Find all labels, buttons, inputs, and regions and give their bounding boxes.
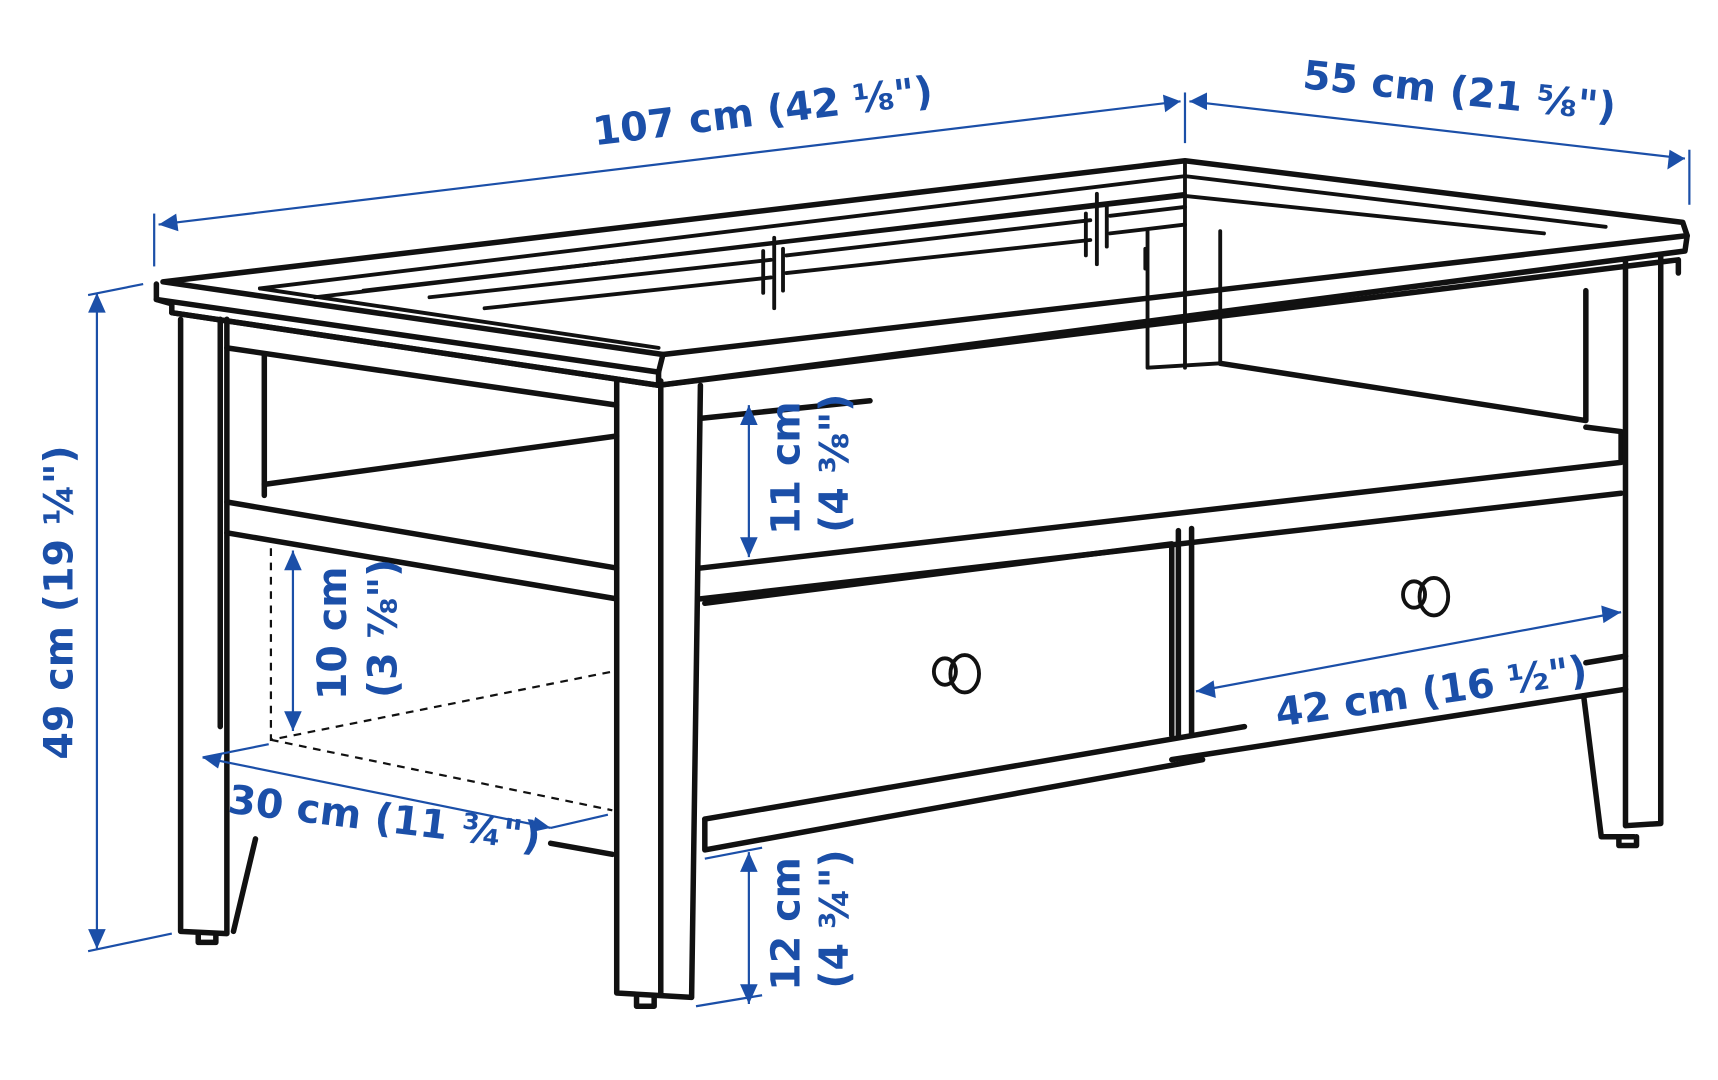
dim-floor-clearance-in: (4 ¾") (812, 849, 858, 988)
dim-drawer-width: 42 cm (16 ½") (1195, 605, 1622, 737)
dim-height-label: 49 cm (19 ¼") (37, 445, 83, 759)
dim-shelf-clearance-cm: 11 cm (764, 401, 810, 535)
dim-floor-clearance-cm: 12 cm (764, 857, 810, 991)
knob-icon (1401, 576, 1451, 618)
lower-rail (547, 756, 1206, 858)
dimension-lines: 107 cm (42 ⅛") 55 cm (21 ⅝") 49 cm (19 ¼… (37, 52, 1691, 1008)
knob-icon (931, 653, 981, 695)
dim-drawer-depth: 30 cm (11 ¾") (202, 743, 609, 861)
dim-drawer-height: 10 cm (3 ⅞") (284, 550, 406, 732)
dim-drawer-width-label: 42 cm (16 ½") (1272, 647, 1590, 736)
left-side-rails (224, 345, 620, 935)
dim-depth: 55 cm (21 ⅝") (1189, 52, 1691, 205)
glass-top-frame (153, 157, 1690, 389)
dim-drawer-height-cm: 10 cm (310, 566, 356, 700)
left-drawer (702, 541, 1248, 822)
dim-shelf-clearance: 11 cm (4 ⅜") (740, 394, 858, 558)
table-drawing (153, 157, 1690, 1009)
leg-front-left (177, 316, 230, 946)
dim-shelf-clearance-in: (4 ⅜") (812, 394, 858, 533)
dim-floor-clearance: 12 cm (4 ¾") (695, 846, 858, 1008)
right-drawer (1169, 525, 1629, 763)
leg-front-center (613, 378, 704, 1009)
dim-length: 107 cm (42 ⅛") (153, 68, 1187, 267)
dim-length-label: 107 cm (42 ⅛") (590, 68, 935, 155)
dim-height: 49 cm (19 ¼") (37, 282, 173, 953)
leg-back-right (1580, 252, 1664, 849)
dim-drawer-height-in: (3 ⅞") (360, 559, 406, 698)
hidden-drawer-outline (269, 548, 613, 812)
dim-drawer-depth-label: 30 cm (11 ¾") (226, 777, 544, 861)
